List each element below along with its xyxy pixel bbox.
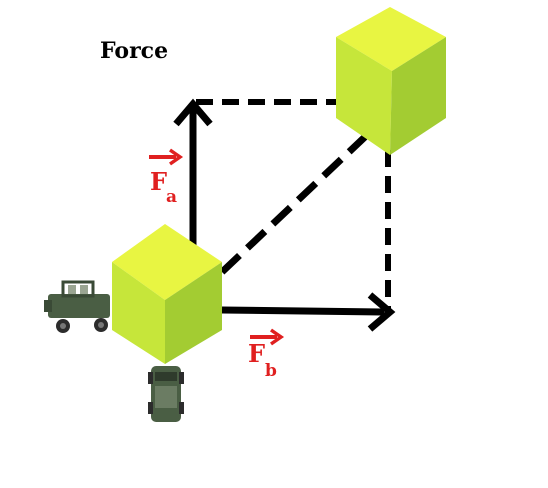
diagram-title: Force bbox=[100, 38, 168, 64]
label-fa-subscript: a bbox=[166, 187, 177, 207]
jeep-top-icon bbox=[148, 366, 184, 422]
label-fa-letter: F bbox=[150, 167, 167, 196]
force-vector-fa bbox=[173, 98, 213, 250]
cube-origin bbox=[112, 224, 222, 364]
dashed-resultant-diagonal bbox=[219, 131, 371, 275]
force-vector-fb bbox=[221, 292, 396, 332]
vector-arrow-icon bbox=[149, 148, 184, 166]
jeep-side-icon bbox=[44, 280, 110, 333]
label-fb: F b bbox=[248, 328, 285, 381]
label-fb-letter: F bbox=[248, 339, 265, 368]
label-fa: F a bbox=[149, 148, 184, 207]
vector-arrow-icon bbox=[250, 328, 285, 346]
label-fb-subscript: b bbox=[265, 361, 277, 381]
cube-resultant bbox=[336, 7, 446, 155]
